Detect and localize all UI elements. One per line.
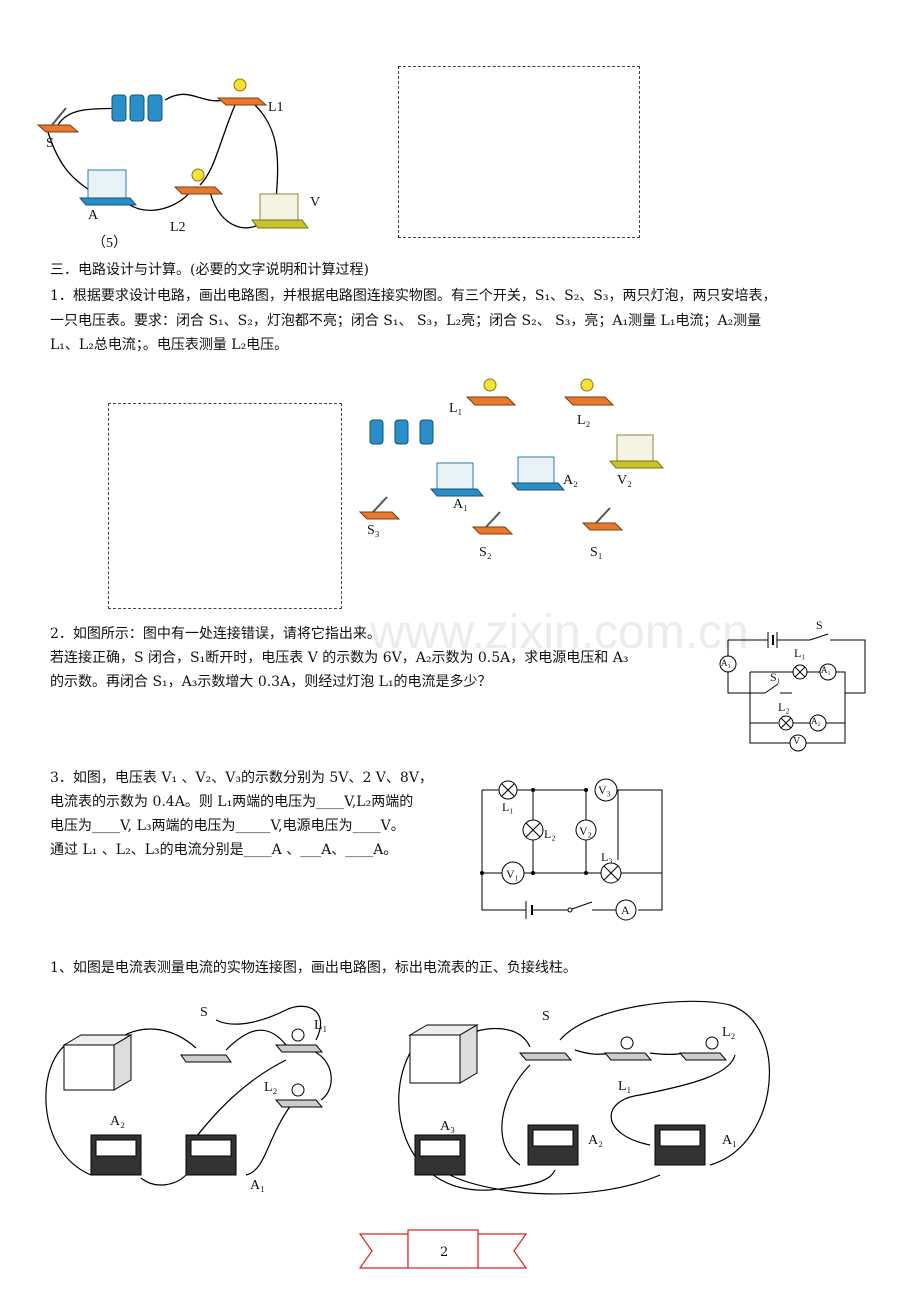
q1-label-l1: L₁ xyxy=(449,401,463,416)
q1-label-l2: L₂ xyxy=(577,413,591,428)
q4-right-label-l2: L₂ xyxy=(722,1025,736,1040)
q3-line3: 电压为____V, L₃两端的电压为_____V,电源电压为____V。 xyxy=(50,818,405,834)
q4-left-label-a1: A₁ xyxy=(250,1178,265,1193)
q1-components-svg xyxy=(358,378,665,535)
q2-label-a1: A₁ xyxy=(821,665,831,675)
page-number-ribbon xyxy=(358,1229,528,1269)
q1-label-s3: S₃ xyxy=(367,523,380,538)
q2-circuit: S L₁ S₁ A₁ A₃ L₂ A₂ V xyxy=(710,618,880,753)
q4-title: 1、如图是电流表测量电流的实物连接图，画出电路图，标出电流表的正、负接线柱。 xyxy=(50,960,577,976)
q3-line1: 3．如图，电压表 V₁ 、V₂、V₃的示数分别为 5V、2 V、8V， xyxy=(50,770,433,786)
q3-line2: 电流表的示数为 0.4A。则 L₁两端的电压为____V,L₂两端的 xyxy=(50,794,414,810)
q4-left-figure: S L₁ L₂ A₂ A₁ xyxy=(36,1000,356,1200)
q3-label-v3: V₃ xyxy=(598,783,611,797)
q1-label-s1: S₁ xyxy=(590,545,603,560)
q4-right-figure: S L₂ L₁ A₃ A₂ A₁ xyxy=(390,995,790,1205)
figure-5: L1 S A L2 V （5） xyxy=(30,70,350,260)
q2-line1: 2．如图所示：图中有一处连接错误，请将它指出来。 xyxy=(50,626,381,642)
section3-title: 三．电路设计与计算。(必要的文字说明和计算过程) xyxy=(50,262,369,278)
q4-right-label-s: S xyxy=(542,1009,550,1024)
fig5-caption: （5） xyxy=(92,236,127,251)
q2-label-a2: A₂ xyxy=(811,716,821,726)
q3-label-v2: V₂ xyxy=(579,824,592,838)
q4-right-label-l1: L₁ xyxy=(618,1079,632,1094)
q2-label-a3: A₃ xyxy=(721,658,731,668)
q1-label-a1: A₁ xyxy=(453,497,468,512)
q2-line3: 的示数。再闭合 S₁，A₃示数增大 0.3A，则经过灯泡 L₁的电流是多少？ xyxy=(50,674,492,690)
q4-right-figure-svg xyxy=(398,1000,770,1195)
q1-label-a2: A₂ xyxy=(563,473,578,488)
q2-label-v: V xyxy=(793,736,801,747)
answer-box-fig5 xyxy=(398,66,640,238)
q2-label-l2: L₂ xyxy=(778,700,790,714)
q3-label-v1: V₁ xyxy=(506,867,519,881)
fig5-label-a: A xyxy=(88,208,99,223)
q3-label-a: A xyxy=(621,903,630,917)
q2-circuit-svg xyxy=(719,632,866,752)
q1-components: L₁ L₂ A₁ A₂ V₂ S₃ S₂ S₁ xyxy=(355,375,675,575)
figure-5-wires xyxy=(36,78,309,229)
q3-circuit: L₁ L₂ L₃ V₁ V₂ V₃ A xyxy=(478,775,678,921)
watermark: www.zixin.com.cn xyxy=(370,606,749,659)
q2-line2: 若连接正确，S 闭合，S₁断开时，电压表 V 的示数为 6V，A₂示数为 0.5… xyxy=(50,650,629,666)
q2-label-s: S xyxy=(816,618,823,632)
q2-label-s1: S₁ xyxy=(770,670,781,684)
q1-line3: L₁、L₂总电流；。电压表测量 L₂电压。 xyxy=(50,337,289,353)
q4-left-label-l1: L₁ xyxy=(314,1018,328,1033)
q3-label-l3: L₃ xyxy=(601,850,613,864)
fig5-label-s: S xyxy=(46,136,54,151)
q4-right-label-a3: A₃ xyxy=(440,1119,455,1134)
q4-left-label-l2: L₂ xyxy=(264,1080,278,1095)
q1-line2: 一只电压表。要求：闭合 S₁、S₂，灯泡都不亮；闭合 S₁、 S₃，L₂亮；闭合… xyxy=(50,313,762,329)
fig5-label-l2: L2 xyxy=(170,220,186,235)
q3-circuit-svg xyxy=(480,778,663,921)
fig5-label-v: V xyxy=(310,195,321,210)
q3-label-l2: L₂ xyxy=(544,827,556,841)
q4-left-figure-svg xyxy=(45,1005,332,1186)
page-number: 2 xyxy=(440,1245,449,1260)
q3-line4: 通过 L₁ 、L₂、L₃的电流分别是____A 、___A、____A。 xyxy=(50,842,398,858)
q4-right-label-a2: A₂ xyxy=(588,1133,603,1148)
q4-left-label-a2: A₂ xyxy=(110,1114,125,1129)
q3-label-l1: L₁ xyxy=(502,800,514,814)
q1-line1: 1．根据要求设计电路，画出电路图，并根据电路图连接实物图。有三个开关，S₁、S₂… xyxy=(50,288,777,304)
fig5-label-l1: L1 xyxy=(268,100,284,115)
q2-label-l1: L₁ xyxy=(794,646,806,660)
q4-right-label-a1: A₁ xyxy=(722,1133,737,1148)
q4-left-label-s: S xyxy=(200,1005,208,1020)
q1-label-s2: S₂ xyxy=(479,545,492,560)
answer-box-q1 xyxy=(108,403,342,609)
q1-label-v2: V₂ xyxy=(617,473,632,488)
